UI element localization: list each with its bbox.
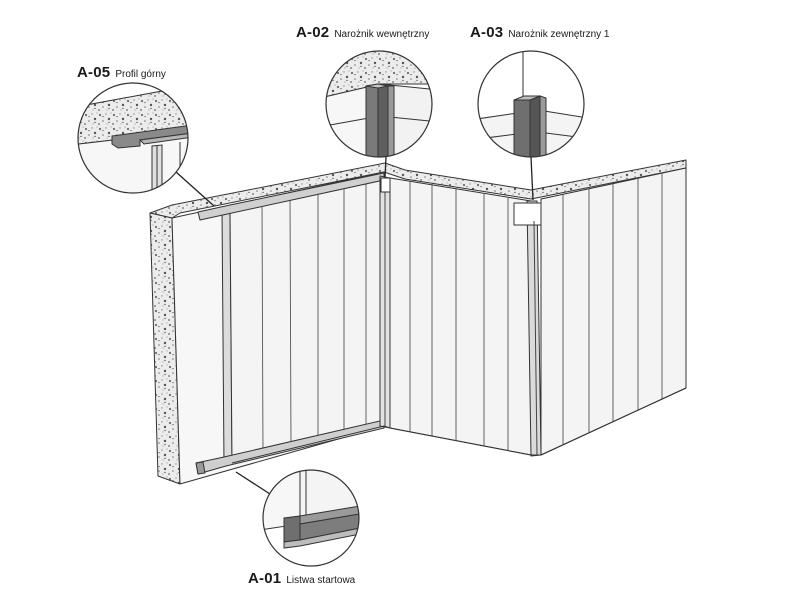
detail-a03-outer-corner bbox=[477, 50, 585, 158]
callout-a02-name: Narożnik wewnętrzny bbox=[334, 29, 430, 40]
left-panel-seams bbox=[261, 180, 367, 457]
callout-a01: A-01 Listwa startowa bbox=[248, 571, 355, 587]
callout-a01-name: Listwa startowa bbox=[286, 575, 356, 586]
leader-lines bbox=[175, 156, 534, 495]
callout-a05-name: Profil górny bbox=[115, 69, 166, 80]
detail-a01-start-strip bbox=[262, 469, 360, 567]
callout-a05: A-05 Profil górny bbox=[77, 65, 166, 81]
callout-a01-code: A-01 bbox=[248, 570, 282, 587]
callout-a05-code: A-05 bbox=[77, 64, 111, 81]
callout-a03-name: Narożnik zewnętrzny 1 bbox=[508, 29, 610, 40]
start-rail-left-end bbox=[195, 461, 206, 475]
outer-corner-edge bbox=[533, 220, 538, 456]
callout-a02: A-02 Narożnik wewnętrzny bbox=[296, 25, 429, 41]
callout-a03-code: A-03 bbox=[470, 24, 504, 41]
left-wall-panels bbox=[229, 175, 385, 464]
right-panel-seams bbox=[562, 173, 663, 445]
middle-panel-seams bbox=[409, 181, 509, 450]
wall-assembly bbox=[149, 159, 687, 485]
middle-wall-panels bbox=[389, 177, 532, 456]
detail-a02-inner-corner bbox=[325, 50, 433, 158]
floor-line bbox=[231, 387, 687, 464]
callout-a02-code: A-02 bbox=[296, 24, 330, 41]
outer-corner-top-detail bbox=[513, 202, 543, 226]
detail-a05-top-profile bbox=[77, 82, 189, 194]
callout-a03: A-03 Narożnik zewnętrzny 1 bbox=[470, 25, 609, 41]
